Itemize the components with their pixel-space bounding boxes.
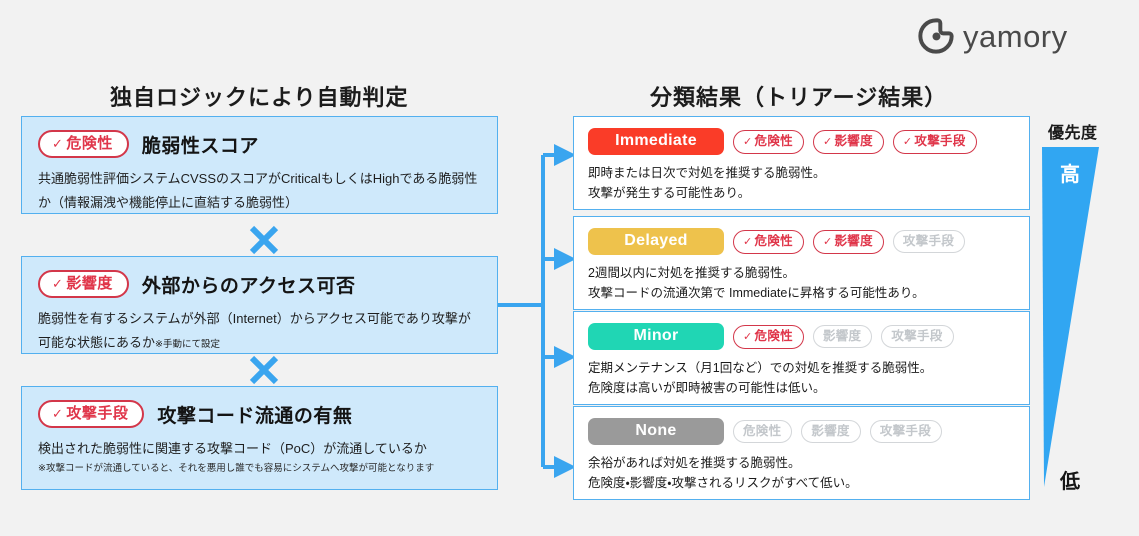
check-icon: ✓	[822, 135, 833, 148]
criteria-card: ✓危険性 脆弱性スコア 共通脆弱性評価システムCVSSのスコアがCritical…	[21, 116, 498, 214]
result-header: None 危険性 影響度 攻撃手段	[588, 418, 1015, 445]
result-description-line2: 危険度は高いが即時被害の可能性は低い。	[588, 381, 826, 396]
result-card: None 危険性 影響度 攻撃手段 余裕があれば対処を推奨する脆弱性。 危険度・…	[573, 406, 1030, 500]
result-level-badge: Minor	[588, 323, 724, 350]
result-description-line1: 2週間以内に対処を推奨する脆弱性。	[588, 266, 795, 280]
result-pill-danger: 危険性	[733, 419, 793, 444]
result-pill-attack: 攻撃手段	[881, 324, 954, 349]
check-icon: ✓	[52, 276, 64, 291]
criteria-title: 外部からのアクセス可否	[141, 275, 356, 297]
pill-label: 影響度	[811, 423, 850, 438]
criteria-note: ※手動にて設定	[155, 339, 220, 351]
pill-label: 攻撃手段	[914, 133, 966, 148]
pill-label: 影響度	[834, 233, 873, 248]
criteria-title: 攻撃コード流通の有無	[157, 405, 353, 427]
priority-low-label: 低	[1060, 471, 1080, 493]
result-level-badge: Immediate	[588, 128, 724, 155]
criteria-tag-badge: ✓攻撃手段	[38, 400, 145, 428]
priority-high-label: 高	[1060, 164, 1080, 186]
criteria-header: ✓攻撃手段 攻撃コード流通の有無	[38, 400, 481, 428]
right-section-title: 分類結果（トリアージ結果）	[650, 85, 948, 110]
result-description-line1: 定期メンテナンス（月1回など）での対処を推奨する脆弱性。	[588, 361, 933, 375]
result-card: Immediate ✓危険性 ✓影響度 ✓攻撃手段 即時または日次で対処を推奨す…	[573, 116, 1030, 210]
check-icon: ✓	[743, 235, 753, 248]
criteria-header: ✓危険性 脆弱性スコア	[38, 130, 481, 158]
criteria-tag-badge: ✓危険性	[38, 130, 129, 158]
result-description-line2: 攻撃が発生する可能性あり。	[588, 186, 751, 201]
criteria-card: ✓攻撃手段 攻撃コード流通の有無 検出された脆弱性に関連する攻撃コード（PoC）…	[21, 386, 498, 490]
check-icon: ✓	[822, 235, 833, 248]
priority-gradient-triangle	[1042, 147, 1102, 487]
priority-axis-label: 優先度	[1048, 125, 1098, 142]
result-pill-attack: ✓攻撃手段	[892, 129, 977, 154]
pill-label: 危険性	[743, 423, 782, 438]
result-header: Minor ✓危険性 影響度 攻撃手段	[588, 323, 1015, 350]
check-icon: ✓	[743, 135, 753, 148]
result-pill-danger: ✓危険性	[733, 129, 804, 154]
brand-name: yamory	[963, 18, 1068, 54]
yamory-gecko-logo-icon	[918, 18, 954, 54]
result-pill-impact: ✓影響度	[812, 229, 884, 254]
check-icon: ✓	[52, 406, 64, 421]
and-operator-icon	[245, 221, 283, 259]
left-section-title: 独自ロジックにより自動判定	[110, 85, 409, 110]
criteria-tag-label: 攻撃手段	[66, 405, 129, 422]
criteria-body: 脆弱性を有するシステムが外部（Internet）からアクセス可能であり攻撃が可能…	[38, 307, 481, 355]
criteria-tag-label: 影響度	[66, 275, 113, 292]
result-description-line2: 攻撃コードの流通次第で Immediateに昇格する可能性あり。	[588, 286, 925, 301]
pill-label: 危険性	[754, 233, 793, 248]
criteria-title: 脆弱性スコア	[141, 135, 259, 157]
pill-label: 危険性	[754, 133, 793, 148]
result-pill-danger: ✓危険性	[733, 229, 804, 254]
and-operator-icon	[245, 351, 283, 389]
criteria-body-text: 脆弱性を有するシステムが外部（Internet）からアクセス可能であり攻撃が可能…	[38, 311, 471, 351]
result-pill-impact: 影響度	[801, 419, 861, 444]
result-pill-impact: 影響度	[812, 324, 873, 349]
check-icon: ✓	[743, 330, 753, 343]
result-level-badge: None	[588, 418, 724, 445]
result-level-badge: Delayed	[588, 228, 724, 255]
pill-label: 影響度	[834, 133, 873, 148]
branch-connector	[498, 110, 578, 510]
result-description-line1: 余裕があれば対処を推奨する脆弱性。	[588, 456, 801, 470]
criteria-header: ✓影響度 外部からのアクセス可否	[38, 270, 481, 298]
result-description-line2: 危険度・影響度・攻撃されるリスクがすべて低い。	[588, 476, 858, 491]
result-pill-impact: ✓影響度	[812, 129, 884, 154]
result-pill-attack: 攻撃手段	[892, 229, 966, 254]
criteria-note: ※攻撃コードが流通していると、それを悪用し誰でも容易にシステムへ攻撃が可能となり…	[38, 463, 435, 475]
criteria-tag-badge: ✓影響度	[38, 270, 129, 298]
result-pill-danger: ✓危険性	[733, 324, 804, 349]
result-header: Delayed ✓危険性 ✓影響度 攻撃手段	[588, 228, 1015, 255]
check-icon: ✓	[902, 135, 913, 148]
criteria-body: 検出された脆弱性に関連する攻撃コード（PoC）が流通しているか	[38, 441, 427, 456]
check-icon: ✓	[52, 136, 64, 151]
pill-label: 影響度	[822, 328, 862, 343]
result-pill-attack: 攻撃手段	[869, 419, 943, 444]
pill-label: 攻撃手段	[891, 328, 943, 343]
criteria-card: ✓影響度 外部からのアクセス可否 脆弱性を有するシステムが外部（Internet…	[21, 256, 498, 354]
result-card: Minor ✓危険性 影響度 攻撃手段 定期メンテナンス（月1回など）での対処を…	[573, 311, 1030, 405]
pill-label: 攻撃手段	[902, 233, 955, 248]
brand-logo: yamory	[918, 18, 1068, 54]
result-card: Delayed ✓危険性 ✓影響度 攻撃手段 2週間以内に対処を推奨する脆弱性。…	[573, 216, 1030, 310]
criteria-body: 共通脆弱性評価システムCVSSのスコアがCriticalもしくはHighである脆…	[38, 171, 478, 211]
result-description-line1: 即時または日次で対処を推奨する脆弱性。	[588, 166, 826, 180]
pill-label: 攻撃手段	[879, 423, 932, 438]
result-header: Immediate ✓危険性 ✓影響度 ✓攻撃手段	[588, 128, 1015, 155]
criteria-tag-label: 危険性	[66, 135, 113, 152]
pill-label: 危険性	[754, 328, 793, 343]
